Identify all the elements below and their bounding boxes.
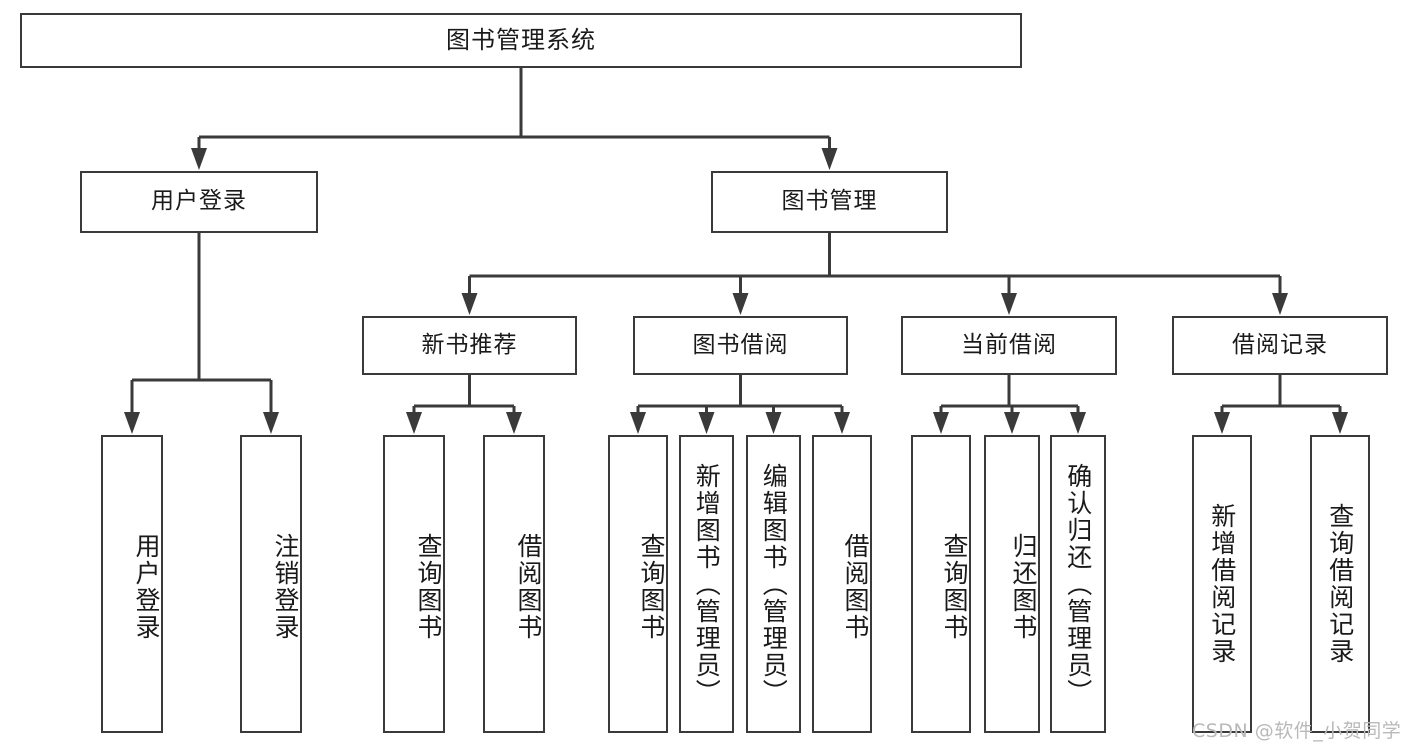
node-label: 图书管理系统 <box>446 26 596 55</box>
node-label: 用户登录 <box>151 188 247 215</box>
node-label: 查询图书 <box>637 533 666 641</box>
node-leaf-return-book[interactable]: 归还图书 <box>984 435 1040 733</box>
node-label: 借阅图书 <box>514 533 543 641</box>
node-label: 查询借阅记录 <box>1325 503 1355 665</box>
node-label: 新书推荐 <box>421 331 518 358</box>
node-label: 借阅图书 <box>841 533 870 641</box>
node-leaf-add-book[interactable]: 新增图书（管理员） <box>679 435 734 733</box>
node-leaf-user-logout[interactable]: 注销登录 <box>240 435 302 733</box>
node-leaf-borrow-book-1[interactable]: 借阅图书 <box>483 435 545 733</box>
node-leaf-add-record[interactable]: 新增借阅记录 <box>1192 435 1252 733</box>
node-book-manage[interactable]: 图书管理 <box>711 171 948 233</box>
node-label: 图书借阅 <box>692 331 789 358</box>
node-label: 注销登录 <box>271 533 300 641</box>
node-label: 借阅记录 <box>1232 331 1328 358</box>
node-leaf-query-book-1[interactable]: 查询图书 <box>383 435 445 733</box>
csdn-watermark: CSDN @软件_小贺同学 <box>1192 720 1402 742</box>
node-label: 查询图书 <box>940 533 969 641</box>
node-label: 当前借阅 <box>961 331 1057 358</box>
node-label: 新增图书（管理员） <box>692 462 722 706</box>
node-label: 查询图书 <box>414 533 443 641</box>
node-label: 用户登录 <box>132 533 161 641</box>
node-label: 归还图书 <box>1009 533 1038 641</box>
node-current-borrow[interactable]: 当前借阅 <box>901 316 1117 375</box>
node-root[interactable]: 图书管理系统 <box>20 13 1022 68</box>
node-leaf-query-record[interactable]: 查询借阅记录 <box>1310 435 1370 733</box>
node-new-book-rec[interactable]: 新书推荐 <box>362 316 577 375</box>
node-label: 新增借阅记录 <box>1207 503 1237 665</box>
node-leaf-edit-book[interactable]: 编辑图书（管理员） <box>746 435 801 733</box>
node-label: 图书管理 <box>781 188 878 215</box>
node-leaf-query-book-2[interactable]: 查询图书 <box>608 435 668 733</box>
node-leaf-query-book-3[interactable]: 查询图书 <box>911 435 971 733</box>
node-leaf-borrow-book-2[interactable]: 借阅图书 <box>812 435 872 733</box>
node-user-login[interactable]: 用户登录 <box>80 171 318 233</box>
node-book-borrow[interactable]: 图书借阅 <box>633 316 848 375</box>
node-leaf-confirm-return[interactable]: 确认归还（管理员） <box>1050 435 1106 733</box>
node-label: 确认归还（管理员） <box>1063 462 1093 706</box>
node-leaf-user-login[interactable]: 用户登录 <box>101 435 163 733</box>
node-label: 编辑图书（管理员） <box>759 462 789 706</box>
node-borrow-record[interactable]: 借阅记录 <box>1172 316 1388 375</box>
